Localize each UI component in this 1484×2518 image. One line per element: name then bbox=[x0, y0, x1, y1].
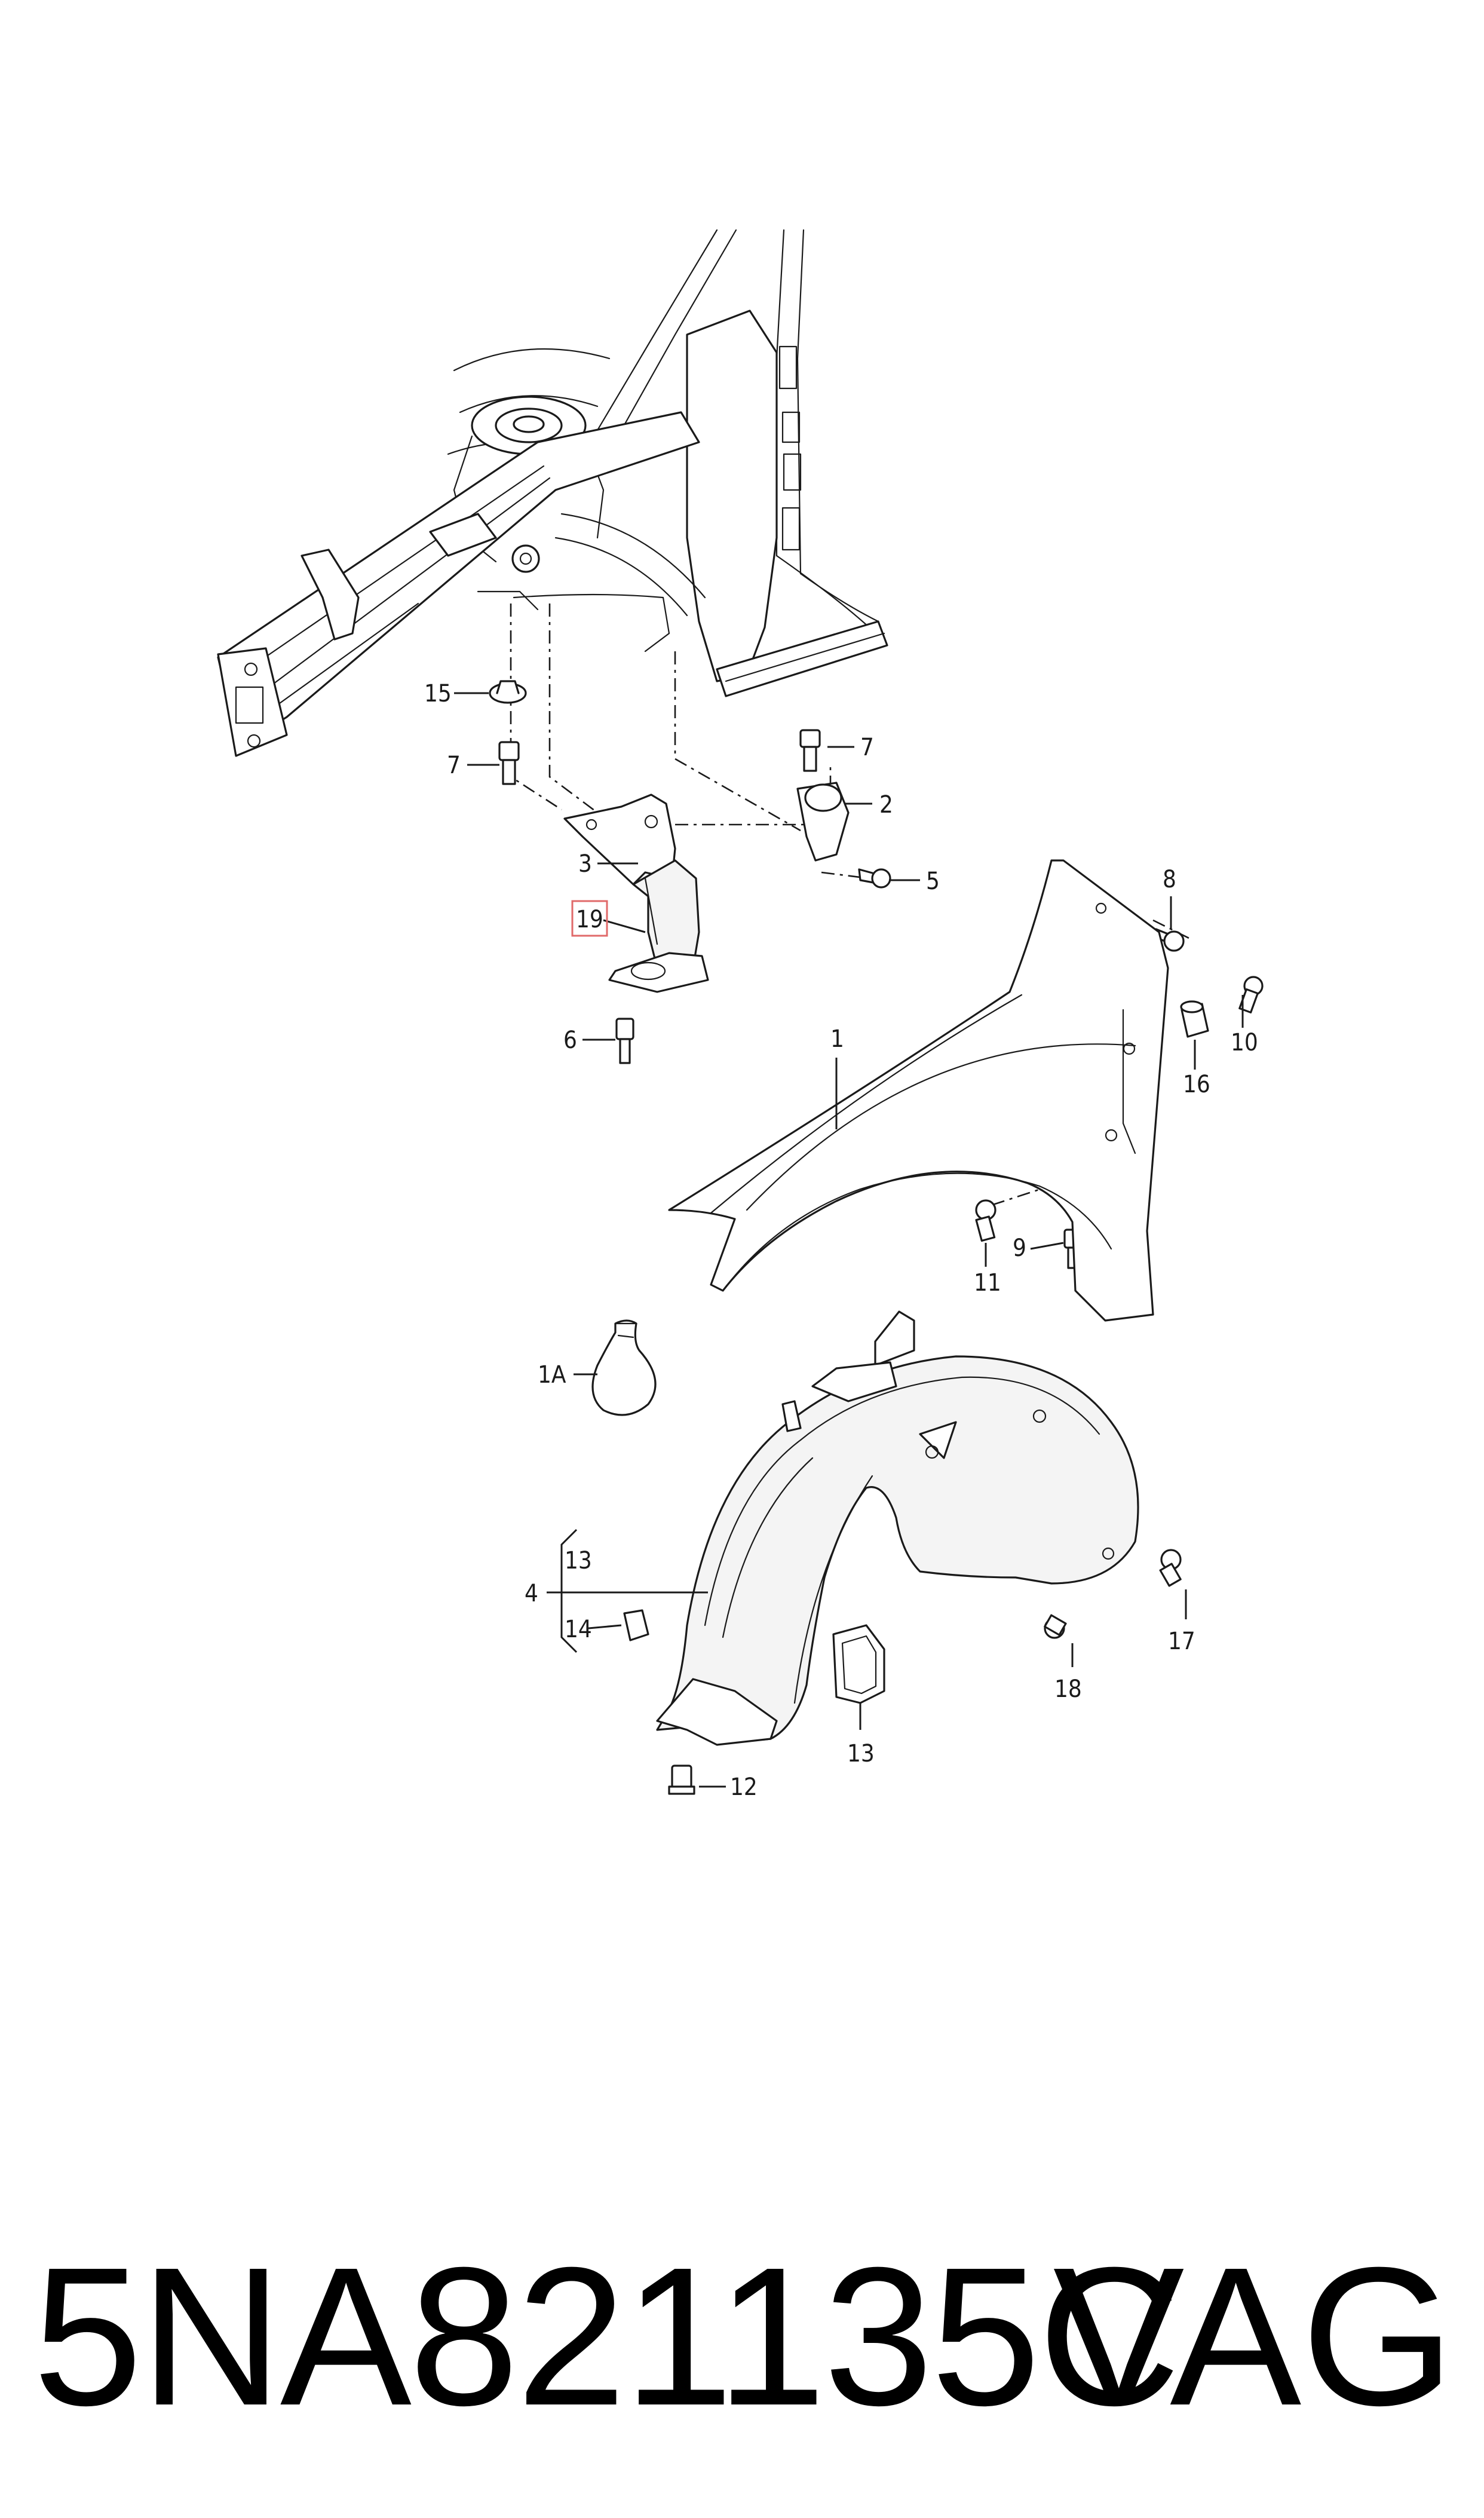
callout-5: 5 bbox=[926, 868, 940, 895]
bracket-2 bbox=[796, 782, 850, 862]
bolt-7-right bbox=[799, 729, 821, 772]
fasteners bbox=[489, 680, 1264, 1795]
stud-6 bbox=[615, 1018, 634, 1064]
wheelhouse-liner-4 bbox=[656, 1310, 1139, 1746]
callout-7-left: 7 bbox=[447, 752, 461, 779]
bolt-7-left bbox=[498, 741, 520, 785]
callout-9: 9 bbox=[1013, 1235, 1026, 1262]
clip-15 bbox=[489, 680, 527, 704]
screw-5 bbox=[858, 868, 891, 889]
clip-14 bbox=[623, 1609, 649, 1641]
leader-lines bbox=[454, 692, 1244, 1788]
callout-13-upper: 13 bbox=[565, 1547, 592, 1574]
callout-1: 1 bbox=[830, 1025, 844, 1053]
callout-8: 8 bbox=[1163, 866, 1176, 893]
brand-name: VAG bbox=[1053, 2226, 1455, 2446]
callout-7-right: 7 bbox=[860, 734, 874, 761]
touch-up-pouch-1a bbox=[591, 1319, 657, 1416]
callout-2: 2 bbox=[879, 791, 893, 819]
spacer-16 bbox=[1180, 1000, 1209, 1038]
callout-3: 3 bbox=[578, 850, 592, 878]
part-number: 5NA821135C bbox=[33, 2226, 1181, 2446]
screw-17 bbox=[1159, 1549, 1182, 1587]
callout-11: 11 bbox=[974, 1269, 1001, 1297]
callout-14: 14 bbox=[565, 1616, 592, 1643]
bracket-3-19 bbox=[563, 794, 709, 993]
callout-15: 15 bbox=[424, 680, 452, 707]
callout-6: 6 bbox=[563, 1027, 577, 1054]
callout-19: 19 bbox=[576, 906, 603, 933]
callout-18: 18 bbox=[1054, 1675, 1082, 1703]
part-number-caption: 5NA821135C VAG bbox=[33, 2211, 1455, 2462]
callout-19-highlight bbox=[571, 900, 608, 937]
screw-8 bbox=[1155, 928, 1185, 952]
screw-18 bbox=[1044, 1614, 1067, 1639]
body-structure bbox=[217, 229, 888, 757]
callout-13-lower: 13 bbox=[847, 1740, 875, 1767]
callout-17: 17 bbox=[1168, 1628, 1195, 1655]
bolt-12 bbox=[668, 1765, 695, 1795]
callout-1a: 1A bbox=[538, 1361, 566, 1389]
screw-10 bbox=[1238, 976, 1264, 1013]
callout-4: 4 bbox=[525, 1580, 538, 1607]
screw-11 bbox=[975, 1199, 997, 1242]
fender-1 bbox=[668, 859, 1169, 1322]
callouts: 15 7 7 2 5 3 19 6 1 8 10 16 11 9 1A 13 4… bbox=[424, 680, 1258, 1801]
callout-16: 16 bbox=[1183, 1071, 1210, 1098]
callout-10: 10 bbox=[1231, 1029, 1258, 1056]
callout-12: 12 bbox=[730, 1773, 758, 1801]
